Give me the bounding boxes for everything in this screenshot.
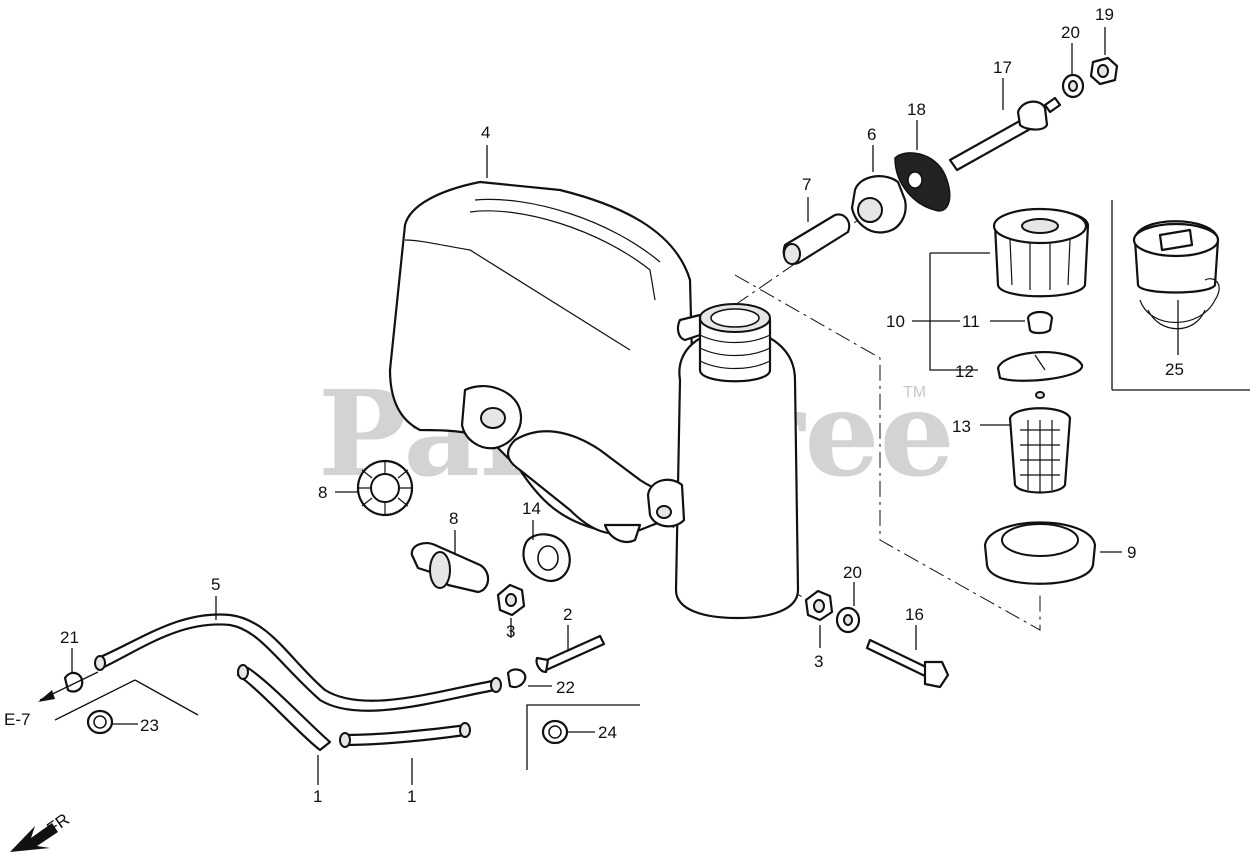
- hose-clamp-23: [86, 709, 114, 735]
- nut-3-right: [804, 589, 834, 622]
- callout-21: 21: [60, 628, 79, 647]
- grommet-8-left: [356, 459, 414, 517]
- fuel-cap-25: [1132, 220, 1220, 330]
- callout-9: 9: [1127, 543, 1136, 562]
- grommet-6: [850, 175, 907, 234]
- callout-8-left: 8: [318, 483, 327, 502]
- leader-lines: [54, 27, 1179, 785]
- callout-16: 16: [905, 605, 924, 624]
- callout-3-right: 3: [814, 652, 823, 671]
- callout-10: 10: [886, 312, 905, 331]
- callout-14: 14: [522, 499, 541, 518]
- washer-18: [894, 152, 951, 212]
- callout-2: 2: [563, 605, 572, 624]
- hose-clamp-24: [541, 719, 569, 745]
- plate-12: [996, 350, 1084, 399]
- callout-1-left: 1: [313, 787, 322, 806]
- callout-18: 18: [907, 100, 926, 119]
- callout-8-right: 8: [449, 509, 458, 528]
- callout-5: 5: [211, 575, 220, 594]
- washer-20-lower: [835, 606, 861, 634]
- callout-25: 25: [1165, 360, 1184, 379]
- watermark-trademark: TM: [903, 384, 926, 401]
- e7-reference-arrow: [38, 671, 99, 702]
- fuel-cap-10: [992, 207, 1090, 298]
- callout-19: 19: [1095, 5, 1114, 24]
- callout-20-top: 20: [1061, 23, 1080, 42]
- callout-23: 23: [140, 716, 159, 735]
- fuel-hose-5: [94, 613, 502, 712]
- nut-3-left: [496, 583, 526, 617]
- nut-19: [1089, 56, 1119, 86]
- front-direction-arrow: [10, 823, 58, 852]
- clip-22: [506, 668, 527, 689]
- fuel-hose-1-right: [339, 722, 471, 748]
- collar-14: [522, 533, 571, 583]
- callout-22: 22: [556, 678, 575, 697]
- bolt-2: [535, 634, 606, 674]
- callout-20-lower: 20: [843, 563, 862, 582]
- bolt-16: [865, 638, 950, 689]
- spacer-8: [410, 541, 490, 594]
- callout-4: 4: [481, 123, 490, 142]
- stud-bolt-17: [948, 96, 1062, 172]
- callout-3-left: 3: [506, 622, 515, 641]
- callout-17: 17: [993, 58, 1012, 77]
- fuel-tank-filler: [646, 303, 800, 620]
- callout-24: 24: [598, 723, 617, 742]
- callout-6: 6: [867, 125, 876, 144]
- rubber-sleeve: [782, 213, 851, 265]
- fuel-tank: [388, 180, 697, 543]
- strainer-13: [1008, 407, 1072, 494]
- callout-1-right: 1: [407, 787, 416, 806]
- reference-e7: E-7: [4, 710, 30, 729]
- washer-20-top: [1061, 73, 1085, 99]
- callout-labels: 4 7 6 18 17 20 19 10 11 12 13 9 25 8 8 1…: [4, 5, 1184, 838]
- callout-7: 7: [802, 175, 811, 194]
- filler-nut-9: [983, 521, 1097, 585]
- fuel-hose-1-left: [236, 664, 332, 752]
- vent-11: [1026, 310, 1054, 335]
- callout-13: 13: [952, 417, 971, 436]
- hose-clip-21: [63, 671, 84, 693]
- callout-11: 11: [962, 312, 980, 331]
- callout-12: 12: [955, 362, 974, 381]
